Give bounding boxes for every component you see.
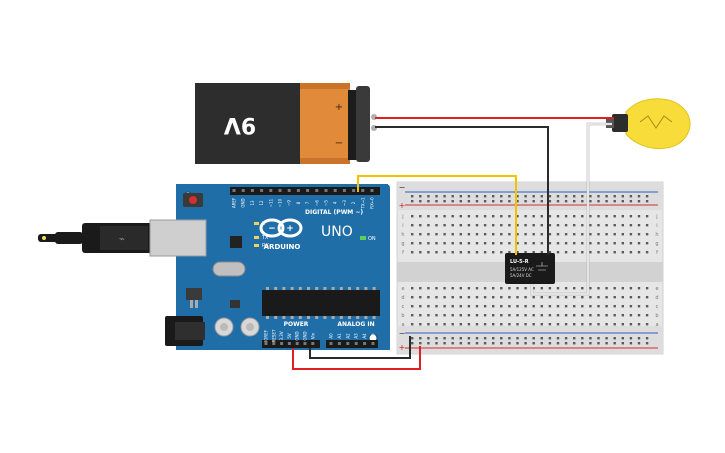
relay-label-1: LU-5-R bbox=[510, 259, 529, 265]
breadboard-row-letter: c bbox=[656, 304, 659, 310]
analog-pin-label: A1 bbox=[337, 333, 342, 339]
power-pin-label: Vin bbox=[310, 332, 315, 339]
digital-header-label: DIGITAL (PWM ~) bbox=[305, 209, 363, 216]
usb-cable[interactable]: ⌁ bbox=[38, 219, 207, 257]
wire-white-bulb-to-breadboard[interactable] bbox=[530, 122, 612, 296]
battery-minus-label: − bbox=[335, 138, 343, 149]
power-header-label: POWER bbox=[284, 321, 309, 328]
breadboard-row-letter: h bbox=[401, 232, 404, 238]
wire-red-5v-to-rail[interactable] bbox=[292, 346, 421, 370]
digital-header[interactable] bbox=[230, 187, 380, 195]
battery-label: 9V bbox=[224, 112, 256, 137]
analog-pin-label: A4 bbox=[362, 333, 367, 339]
analog-pin-label: A5 bbox=[371, 333, 376, 339]
relay-module[interactable]: LU-5-R 5A/125V AC 5A/24V DC bbox=[505, 253, 555, 284]
battery-plus-label: + bbox=[335, 102, 343, 113]
analog-header-label: ANALOG IN bbox=[337, 321, 374, 328]
digital-pin-label: 4 bbox=[333, 201, 338, 204]
atmega-chip bbox=[262, 290, 380, 316]
power-pin-label: 5V bbox=[287, 333, 292, 339]
digital-pin-label: RX←0 bbox=[370, 197, 375, 209]
breadboard-row-letter: d bbox=[401, 295, 404, 301]
analog-pin-label: A3 bbox=[354, 333, 359, 339]
wire-yellow-pin2-to-relay[interactable] bbox=[357, 175, 517, 255]
power-pin-label: IOREF bbox=[264, 329, 269, 342]
breadboard-row-letter: j bbox=[401, 214, 403, 220]
arduino-uno[interactable]: AREF GND 13 12 ~11 ~10 ~9 8 7 ~6 ~5 4 ~3 2 TX→1 RX←0 DI… bbox=[176, 184, 390, 350]
digital-pin-label: ~6 bbox=[314, 200, 319, 206]
svg-text:−: − bbox=[268, 224, 276, 234]
digital-pin-label: 13 bbox=[250, 200, 255, 206]
digital-pin-label: 7 bbox=[305, 201, 310, 204]
digital-pin-labels: AREF GND 13 12 ~11 ~10 ~9 8 7 ~6 ~5 4 ~3 2 TX→1 RX←0 bbox=[232, 197, 375, 210]
breadboard-row-letter: h bbox=[655, 232, 658, 238]
digital-pin-label: ~10 bbox=[278, 198, 283, 207]
arduino-logo: − + bbox=[259, 218, 303, 238]
light-bulb[interactable] bbox=[606, 98, 691, 150]
power-pin-label: GND bbox=[303, 331, 308, 340]
led-l-label: L bbox=[262, 221, 265, 227]
power-header[interactable] bbox=[262, 340, 320, 348]
digital-pin-label: ~11 bbox=[268, 198, 273, 207]
digital-pin-label: ~3 bbox=[342, 200, 347, 206]
breadboard-row-letter: f bbox=[656, 250, 658, 256]
analog-pin-label: A2 bbox=[345, 333, 350, 339]
digital-pin-label: 12 bbox=[259, 200, 264, 206]
led-rx-label: RX bbox=[262, 243, 269, 249]
digital-pin-label: ~9 bbox=[287, 200, 292, 206]
breadboard-row-letter: a bbox=[655, 322, 658, 328]
power-pin-label: 3.3V bbox=[279, 331, 284, 340]
digital-pin-label: GND bbox=[241, 198, 246, 207]
breadboard-row-letter: g bbox=[655, 241, 658, 247]
power-pin-label: GND bbox=[295, 331, 300, 340]
breadboard-holes bbox=[411, 195, 649, 345]
breadboard-row-letter: b bbox=[401, 313, 404, 319]
breadboard-row-letter: c bbox=[402, 304, 405, 310]
svg-text:⌁: ⌁ bbox=[119, 234, 125, 245]
breadboard-row-letter: b bbox=[655, 313, 658, 319]
battery-9v[interactable]: 9V + − bbox=[195, 83, 377, 164]
digital-pin-label: 2 bbox=[351, 201, 356, 204]
breadboard-row-letter: j bbox=[655, 214, 657, 220]
relay-label-3: 5A/24V DC bbox=[510, 273, 532, 278]
breadboard-rail-minus-bottom: − bbox=[399, 329, 406, 338]
analog-header[interactable] bbox=[326, 340, 378, 348]
breadboard-row-letter: g bbox=[401, 241, 404, 247]
digital-pin-label: AREF bbox=[232, 197, 237, 208]
on-led-label: ON bbox=[368, 236, 376, 242]
wire-black-gnd-to-rail[interactable] bbox=[309, 336, 411, 359]
breadboard-row-letter: d bbox=[655, 295, 658, 301]
breadboard-row-letter: a bbox=[401, 322, 404, 328]
breadboard-rail-plus-top: + bbox=[399, 201, 406, 210]
arduino-brand: ARDUINO bbox=[264, 243, 301, 251]
digital-pin-label: ~5 bbox=[324, 200, 329, 206]
breadboard-rail-minus-top: − bbox=[399, 183, 406, 192]
arduino-model: UNO bbox=[321, 224, 353, 240]
power-pin-label: RESET bbox=[271, 329, 276, 342]
breadboard-row-letter: e bbox=[401, 286, 404, 292]
led-tx-label: TX bbox=[261, 235, 269, 241]
relay-label-2: 5A/125V AC bbox=[510, 267, 534, 272]
breadboard-rail-plus-bottom: + bbox=[399, 343, 406, 352]
breadboard-row-letter: f bbox=[402, 250, 404, 256]
digital-pin-label: TX→1 bbox=[360, 197, 365, 210]
svg-text:+: + bbox=[286, 224, 294, 234]
analog-pin-label: A0 bbox=[329, 333, 334, 339]
digital-pin-label: 8 bbox=[296, 201, 301, 204]
breadboard-row-letter: e bbox=[655, 286, 658, 292]
dc-power-jack[interactable] bbox=[165, 316, 205, 346]
breadboard-row-letter: i bbox=[402, 223, 403, 229]
breadboard-row-letter: i bbox=[656, 223, 657, 229]
wire-black-battery-to-relay[interactable] bbox=[375, 126, 549, 255]
